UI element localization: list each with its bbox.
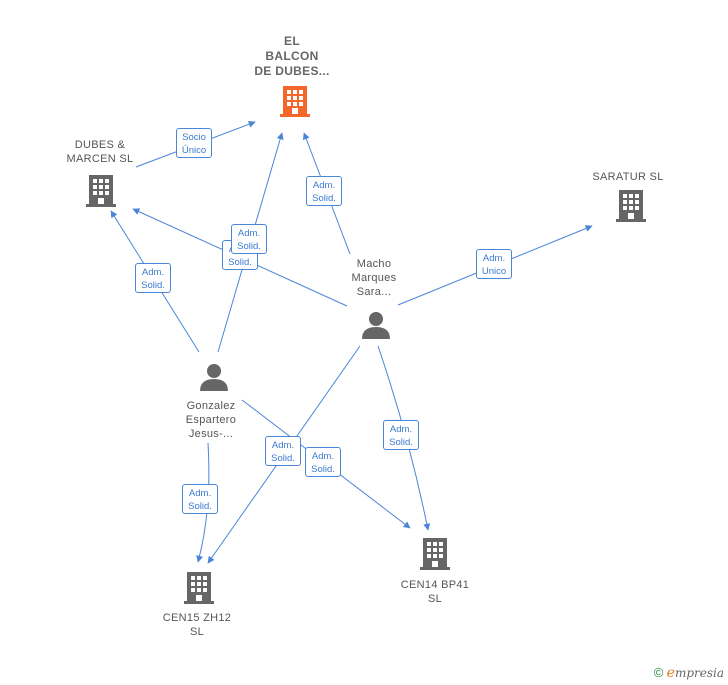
edge-label-gonzalez-to-balcon[interactable]: Adm. Solid. [231, 224, 267, 254]
building-icon-saratur [616, 190, 646, 222]
node-label-cen14[interactable]: CEN14 BP41 SL [400, 579, 470, 605]
edge-label-macho-to-cen15[interactable]: Adm. Solid. [265, 436, 301, 466]
edge-label-macho-to-saratur[interactable]: Adm. Unico [476, 249, 512, 279]
copyright-icon: © [653, 665, 664, 680]
building-icon-cen15 [184, 572, 214, 604]
edge-label-macho-to-balcon[interactable]: Adm. Solid. [306, 176, 342, 206]
edge-label-gonzalez-to-dubes[interactable]: Adm. Solid. [135, 263, 171, 293]
node-label-saratur[interactable]: SARATUR SL [592, 171, 664, 183]
node-label-el-balcon[interactable]: EL BALCON DE DUBES... [254, 34, 330, 78]
edge-label-gonzalez-to-cen14[interactable]: Adm. Solid. [305, 447, 341, 477]
building-icon-dubes-marcen [86, 175, 116, 207]
edge-label-macho-to-cen14[interactable]: Adm. Solid. [383, 420, 419, 450]
node-label-cen15[interactable]: CEN15 ZH12 SL [162, 612, 232, 638]
node-label-dubes-marcen[interactable]: DUBES & MARCEN SL [66, 139, 134, 165]
brand-name: mpresia [674, 666, 724, 680]
empresia-logo: © empresia [654, 665, 724, 681]
node-label-gonzalez[interactable]: Gonzalez Espartero Jesus-... [185, 400, 237, 440]
edge-label-dubes-to-balcon[interactable]: Socio Único [176, 128, 212, 158]
node-label-macho[interactable]: Macho Marques Sara... [351, 258, 397, 298]
edge-label-gonzalez-to-cen15[interactable]: Adm. Solid. [182, 484, 218, 514]
person-icon-macho [362, 312, 390, 339]
brand-initial: e [666, 665, 675, 681]
person-icon-gonzalez [200, 364, 228, 391]
building-icon-el-balcon [280, 86, 310, 117]
building-icon-cen14 [420, 538, 450, 570]
